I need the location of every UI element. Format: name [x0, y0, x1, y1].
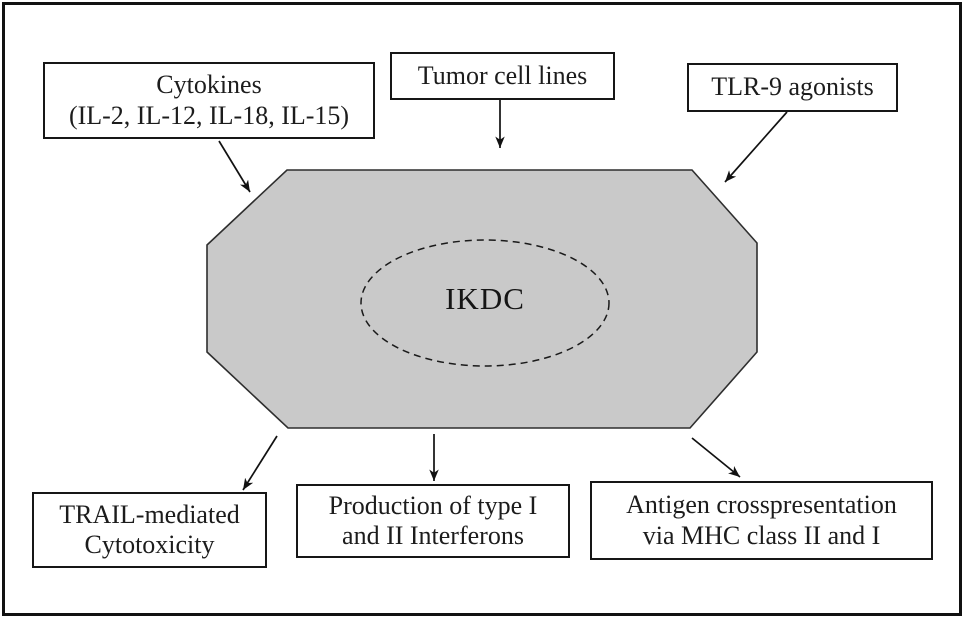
trail-label-line2: Cytotoxicity [84, 530, 215, 559]
cytokines-label-line2: (IL-2, IL-12, IL-18, IL-15) [68, 100, 350, 130]
ikdc-octagon [206, 169, 758, 429]
antigen-label-line2: via MHC class II and I [642, 520, 881, 550]
output-box-interferon-production: Production of type I and II Interferons [296, 484, 570, 558]
production-label-line1: Production of type I [328, 490, 538, 520]
tlr9-label: TLR-9 agonists [711, 72, 874, 102]
output-box-trail-cytotoxicity: TRAIL-mediated Cytotoxicity [32, 492, 267, 568]
arrow-cytokines-to-ikdc [218, 140, 251, 193]
production-label-line2: and II Interferons [342, 521, 524, 550]
ikdc-center-label: IKDC [445, 281, 525, 316]
input-box-tumor-cell-lines: Tumor cell lines [390, 52, 615, 100]
arrow-tlr9-to-ikdc [724, 111, 788, 183]
input-box-tlr9-agonists: TLR-9 agonists [687, 63, 898, 112]
ikdc-dashed-ellipse [360, 239, 610, 367]
trail-label-line1: TRAIL-mediated [59, 499, 240, 529]
antigen-label-line1: Antigen crosspresentation [626, 490, 897, 520]
tumor-label: Tumor cell lines [417, 60, 588, 90]
output-box-antigen-crosspresentation: Antigen crosspresentation via MHC class … [590, 481, 933, 560]
arrow-ikdc-to-antigen [691, 437, 741, 478]
cytokines-label-line1: Cytokines [156, 70, 262, 100]
input-box-cytokines: Cytokines (IL-2, IL-12, IL-18, IL-15) [43, 62, 375, 139]
arrow-ikdc-to-trail [242, 435, 278, 491]
